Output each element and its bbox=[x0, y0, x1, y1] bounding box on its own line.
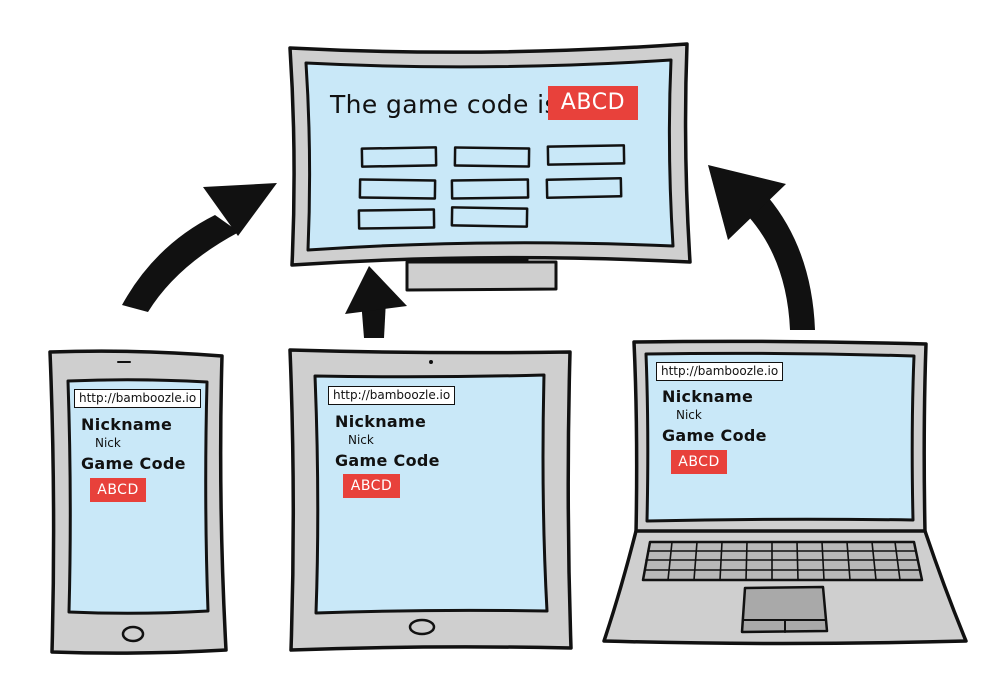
phone-game-code-field[interactable]: ABCD bbox=[90, 478, 146, 502]
player-slot bbox=[360, 146, 438, 168]
laptop-nickname-field[interactable]: Nick bbox=[676, 408, 702, 422]
tablet-url-bar[interactable]: http://bamboozle.io bbox=[328, 386, 456, 405]
arrow-laptop-to-monitor bbox=[708, 165, 815, 330]
player-slot bbox=[453, 146, 531, 168]
player-slot bbox=[450, 178, 530, 200]
player-slot bbox=[358, 178, 437, 200]
monitor bbox=[288, 42, 692, 292]
phone-nickname-field[interactable]: Nick bbox=[95, 436, 121, 450]
tablet-screen bbox=[313, 373, 549, 615]
arrow-tablet-to-monitor bbox=[345, 266, 407, 338]
laptop bbox=[602, 339, 968, 646]
arrow-phone-to-monitor bbox=[122, 183, 277, 312]
laptop-game-code-field[interactable]: ABCD bbox=[671, 450, 727, 474]
monitor-game-code-badge: ABCD bbox=[548, 86, 638, 120]
phone-game-code-label: Game Code bbox=[81, 454, 186, 473]
player-slots bbox=[357, 144, 626, 230]
laptop-keyboard bbox=[641, 540, 924, 582]
player-slot bbox=[546, 144, 626, 166]
phone-nickname-label: Nickname bbox=[81, 415, 173, 434]
tablet-camera bbox=[429, 360, 433, 364]
laptop-url-bar[interactable]: http://bamboozle.io bbox=[656, 362, 784, 381]
phone-home-button-icon bbox=[121, 625, 145, 643]
phone-url-bar[interactable]: http://bamboozle.io bbox=[74, 389, 202, 408]
laptop-screen bbox=[644, 351, 916, 523]
player-slot bbox=[545, 176, 623, 200]
tablet-nickname-field[interactable]: Nick bbox=[348, 433, 374, 447]
tablet-nickname-label: Nickname bbox=[335, 412, 427, 431]
tablet-game-code-label: Game Code bbox=[335, 451, 440, 470]
laptop-nickname-label: Nickname bbox=[662, 387, 754, 406]
keyboard-keys bbox=[644, 541, 921, 581]
monitor-headline: The game code is: bbox=[330, 90, 567, 119]
tablet bbox=[288, 348, 573, 652]
monitor-base bbox=[405, 260, 558, 292]
tablet-game-code-field[interactable]: ABCD bbox=[343, 474, 400, 498]
tablet-home-button-icon bbox=[408, 618, 436, 636]
laptop-game-code-label: Game Code bbox=[662, 426, 767, 445]
player-slot bbox=[450, 206, 529, 228]
player-slot bbox=[357, 208, 436, 230]
